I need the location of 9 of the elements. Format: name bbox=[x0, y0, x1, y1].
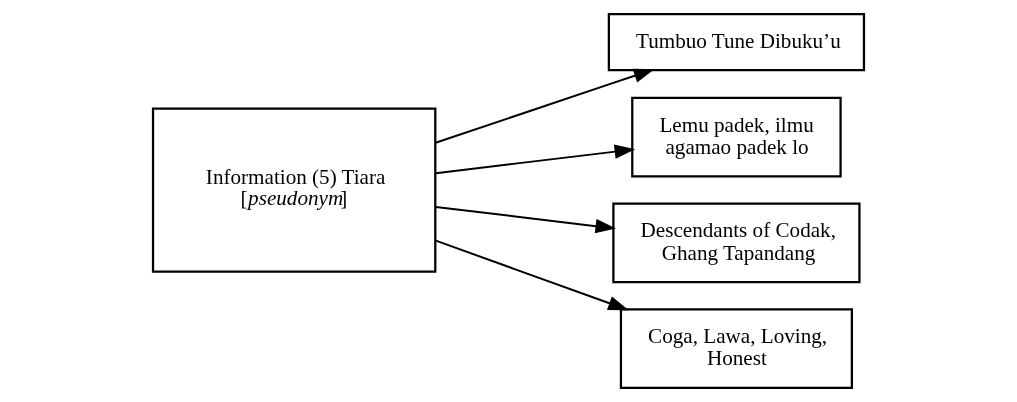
arrow bbox=[434, 239, 629, 311]
node-box: Lemu padek, ilmu agamao padek lo bbox=[631, 96, 842, 178]
arrow bbox=[434, 205, 616, 234]
node-box: Information (5) Tiara [pseudonym] bbox=[151, 107, 437, 273]
arrow bbox=[434, 68, 655, 144]
node-box: Descendants of Codak, Ghang Tapandang bbox=[612, 202, 861, 284]
node-box: Tumbuo Tune Dibuku’u bbox=[607, 13, 866, 72]
arrow bbox=[434, 144, 636, 175]
node-box: Coga, Lawa, Loving, Honest bbox=[619, 308, 853, 389]
